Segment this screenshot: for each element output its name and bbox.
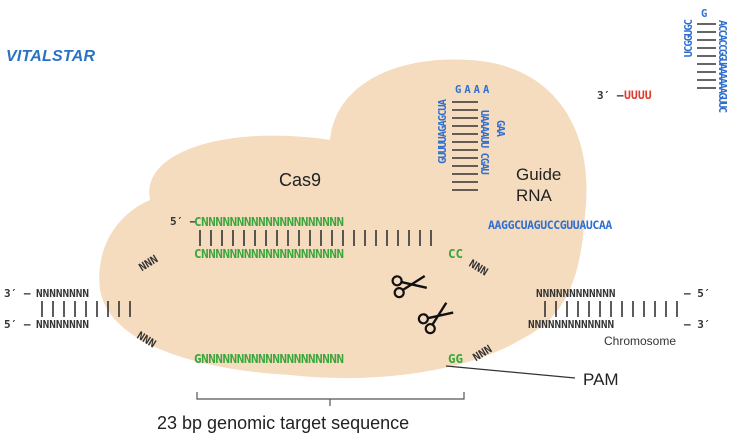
- right-duplex-basepairs: [544, 301, 678, 317]
- left-duplex-basepairs: [41, 301, 131, 317]
- hairpin-right-strand: ACCACCGGUAAAAAAGUUC: [716, 20, 728, 112]
- target-strand-sequence: CNNNNNNNNNNNNNNNNNNNN: [194, 246, 344, 261]
- cas9-label: Cas9: [279, 170, 322, 190]
- left-bottom-strand: NNNNNNNN: [36, 318, 89, 331]
- cas9-protein-shape: [99, 59, 587, 379]
- guide-stem-tail: GAA: [494, 120, 506, 136]
- hairpin-basepairs: [697, 23, 716, 89]
- guide-5prime-end: 5′ –: [170, 215, 197, 228]
- tail-3prime-end: 3′ –: [597, 89, 624, 102]
- left-bottom-5prime-end: 5′ –: [4, 318, 31, 331]
- chromosome-label: Chromosome: [604, 334, 677, 348]
- left-top-strand: NNNNNNNN: [36, 287, 89, 300]
- right-top-5prime-end: – 5′: [684, 287, 711, 300]
- pam-pointer-line: [445, 365, 576, 379]
- scissors-icon: [391, 274, 428, 299]
- hairpin-loop: G: [701, 8, 708, 20]
- guide-linker-sequence: AAGGCUAGUCCGUUAUCAA: [488, 218, 612, 232]
- poly-u-tail: UUUU: [624, 88, 652, 102]
- guide-stem-basepairs: [452, 101, 478, 191]
- target-sequence-label: 23 bp genomic target sequence: [157, 413, 410, 433]
- guide-stem-right: UAAAAUU CGAU: [478, 110, 490, 174]
- pam-label: PAM: [583, 370, 619, 389]
- hairpin-left-strand: UCGGUGC: [683, 20, 695, 58]
- guide-stem-left: GUUUUAGAGCUA: [437, 100, 449, 164]
- right-bottom-3prime-end: – 3′: [684, 318, 711, 331]
- target-pam-complement: CC: [448, 246, 464, 261]
- pam-sequence: GG: [448, 351, 464, 366]
- guide-rna-label: Guide RNA: [516, 165, 562, 205]
- left-top-3prime-end: 3′ –: [4, 287, 31, 300]
- nontarget-strand-sequence: GNNNNNNNNNNNNNNNNNNNN: [194, 351, 344, 366]
- target-bracket: [196, 392, 465, 406]
- guide-stem-loop: GAAA: [455, 84, 493, 96]
- scissors-icon: [417, 302, 454, 335]
- right-top-strand: NNNNNNNNNNNN: [536, 287, 616, 300]
- guide-spacer-sequence: CNNNNNNNNNNNNNNNNNNNN: [194, 214, 344, 229]
- guide-target-basepairs: [199, 230, 432, 246]
- brand-logo: VITALSTAR: [6, 48, 96, 65]
- right-bottom-strand: NNNNNNNNNNNNN: [528, 318, 615, 331]
